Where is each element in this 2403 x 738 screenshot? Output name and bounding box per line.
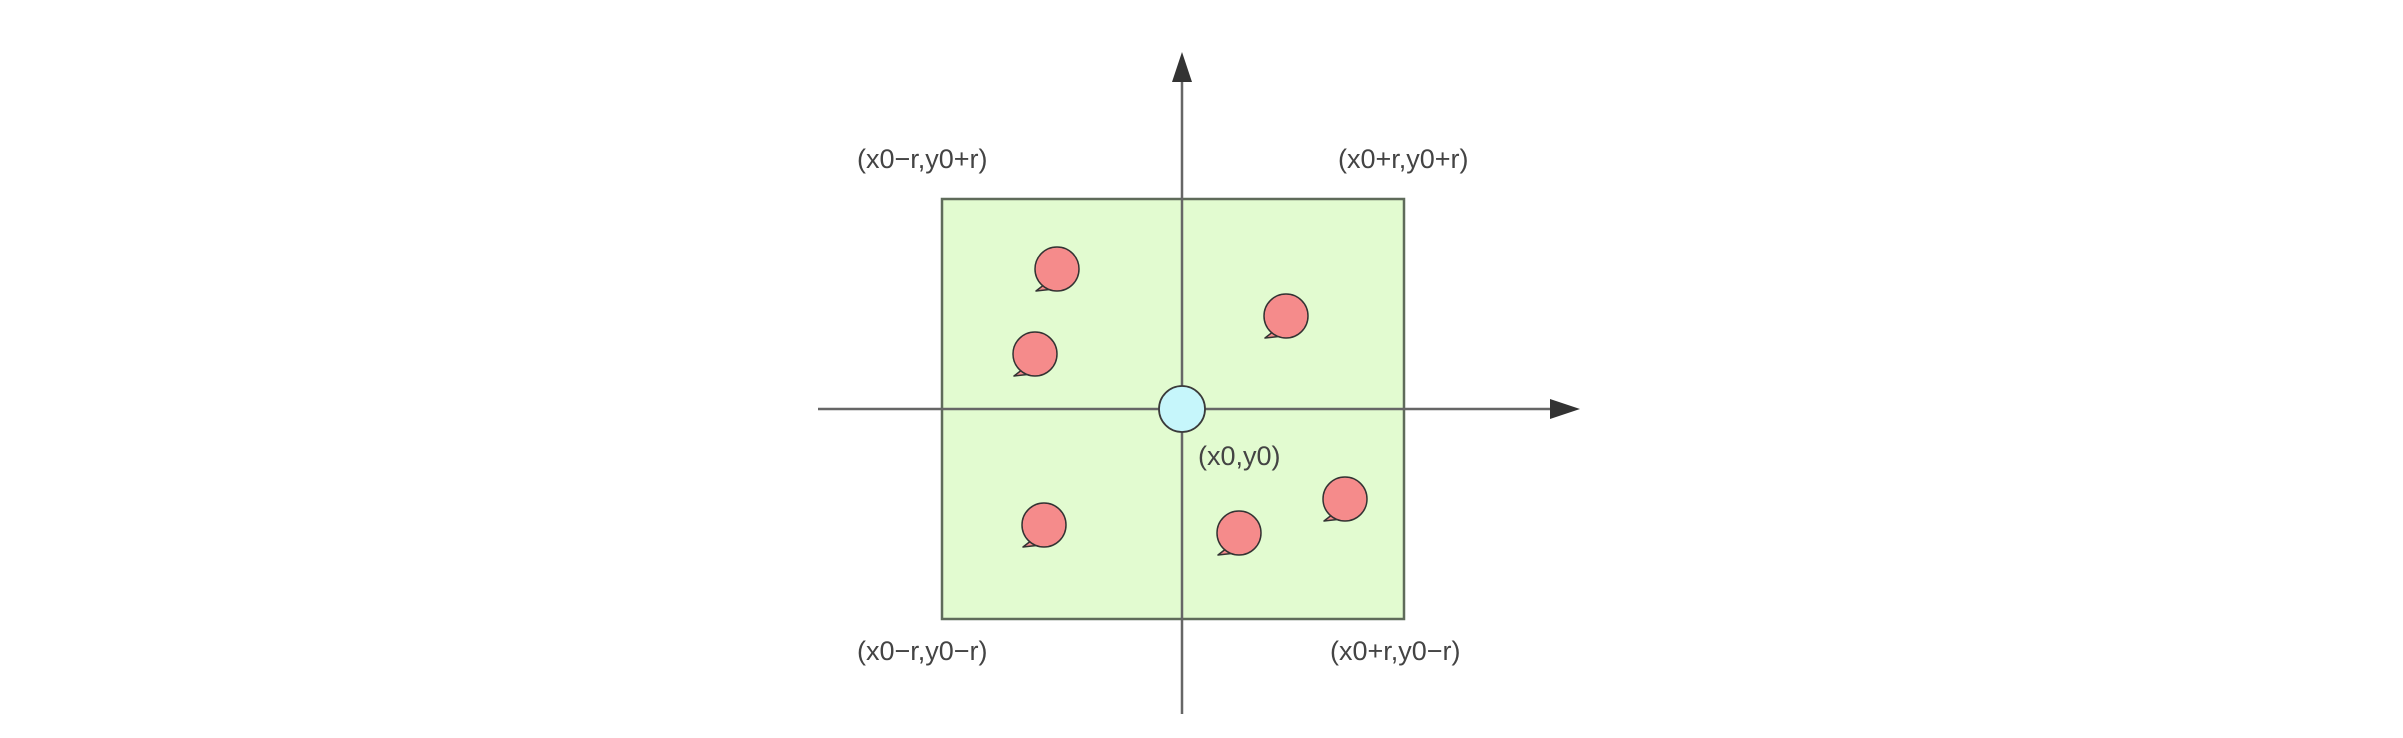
x-axis-arrow-head-icon (1550, 399, 1580, 419)
center-point (1158, 385, 1206, 433)
point-3-map-pin-bubble-icon (1263, 293, 1309, 339)
point-5-map-pin-bubble-icon (1216, 510, 1262, 556)
point-4-map-pin-bubble-icon (1021, 502, 1067, 548)
corner-label-top-left: (x0−r,y0+r) (857, 144, 988, 174)
corner-label-bottom-right: (x0+r,y0−r) (1330, 636, 1461, 666)
center-label: (x0,y0) (1198, 441, 1281, 471)
point-6-map-pin-bubble-icon (1322, 476, 1368, 522)
point-2-map-pin-bubble-icon (1012, 331, 1058, 377)
y-axis-arrow-head-icon (1172, 52, 1192, 82)
corner-label-top-right: (x0+r,y0+r) (1338, 144, 1469, 174)
point-1-map-pin-bubble-icon (1034, 246, 1080, 292)
corner-label-bottom-left: (x0−r,y0−r) (857, 636, 988, 666)
